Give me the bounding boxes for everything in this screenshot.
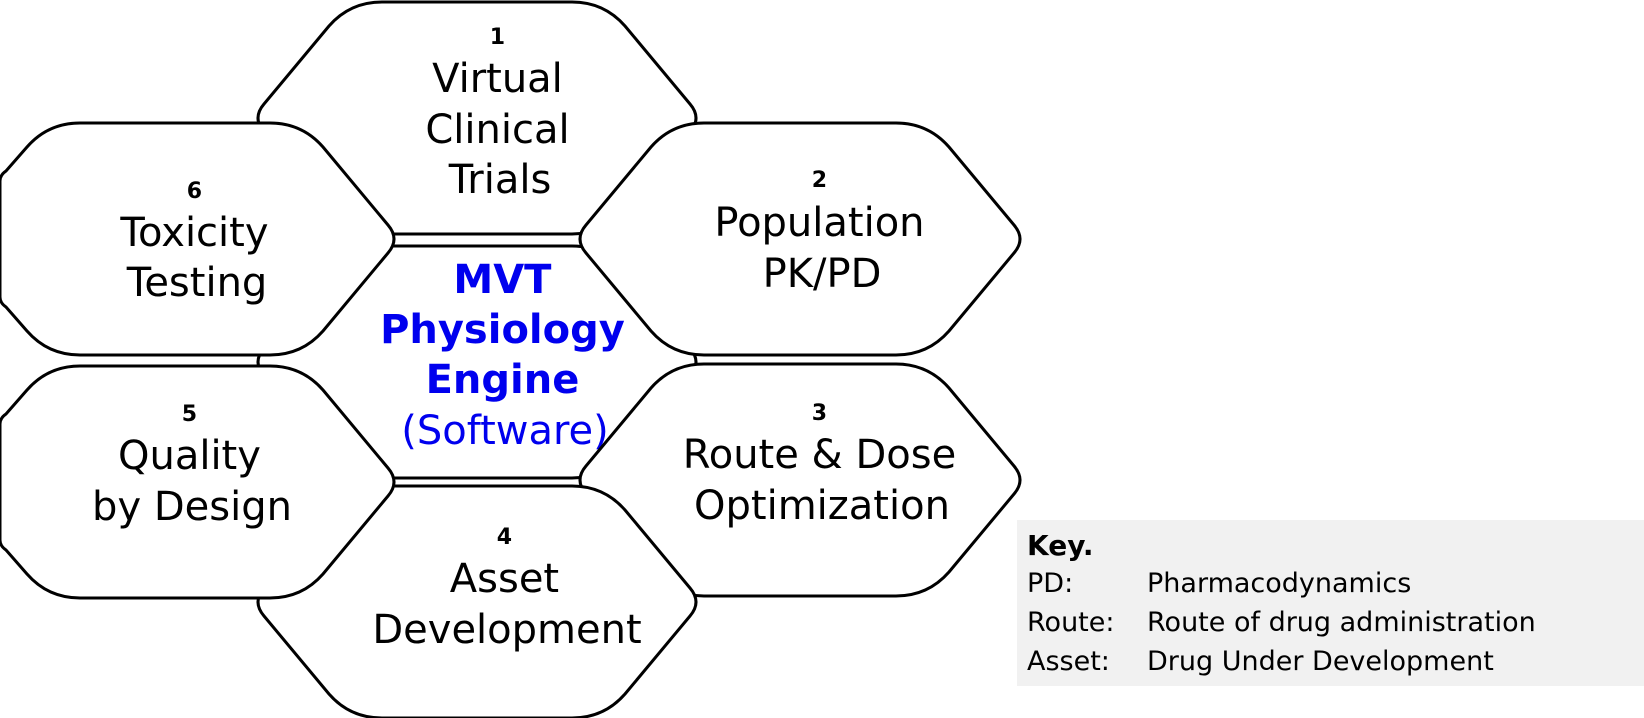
hex-1-number: 1 bbox=[490, 25, 505, 50]
center-subtitle: (Software) bbox=[401, 408, 609, 454]
hex-route-dose-optimization: 3 Route & Dose Optimization bbox=[578, 362, 1022, 598]
hex-3-shape bbox=[578, 362, 1022, 598]
key-term: Route: bbox=[1027, 607, 1115, 638]
hex-1-line-1: Virtual bbox=[432, 56, 563, 102]
key-term: Asset: bbox=[1027, 646, 1110, 677]
hex-5-line-1: Quality bbox=[118, 433, 261, 479]
hex-2-shape bbox=[578, 121, 1022, 357]
key-definition: Route of drug administration bbox=[1147, 607, 1536, 638]
svg-text:3 Route & Dose Opt: 3 Route & Dose Optimization bbox=[683, 401, 962, 529]
hex-virtual-clinical-trials: 1 Virtual Clinical Trials bbox=[256, 0, 698, 236]
hex-2-number: 2 bbox=[812, 168, 827, 193]
hex-1-line-3: Trials bbox=[448, 157, 552, 203]
key-term: PD: bbox=[1027, 568, 1074, 599]
hex-5-line-2: by Design bbox=[92, 484, 292, 530]
center-line-1: MVT bbox=[453, 257, 552, 303]
hex-toxicity-testing: 6 Toxicity Testing bbox=[0, 121, 396, 357]
hex-center: MVT Physiology Engine (Software) bbox=[256, 244, 698, 480]
svg-text:4 Asset Developmen: 4 Asset Development bbox=[372, 525, 641, 653]
key-entry-pd: PD: Pharmacodynamics bbox=[1027, 564, 1634, 603]
center-line-2: Physiology bbox=[380, 307, 625, 353]
hex-4-line-1: Asset bbox=[450, 556, 559, 602]
hex-1-line-2: Clinical bbox=[425, 107, 569, 153]
hex-1-shape bbox=[256, 0, 698, 236]
hex-quality-by-design: 5 Quality by Design bbox=[0, 364, 396, 600]
hex-6-line-2: Testing bbox=[126, 260, 268, 306]
hex-asset-development: 4 Asset Development bbox=[256, 484, 698, 718]
hex-6-number: 6 bbox=[187, 179, 202, 204]
hex-4-number: 4 bbox=[497, 525, 512, 550]
key-entry-route: Route: Route of drug administration bbox=[1027, 603, 1634, 642]
hex-4-line-2: Development bbox=[372, 607, 641, 653]
svg-text:MVT Physiology Eng: MVT Physiology Engine (Software) bbox=[380, 257, 630, 454]
hex-6-shape bbox=[0, 121, 396, 357]
hex-6-line-1: Toxicity bbox=[119, 210, 268, 256]
hex-3-line-1: Route & Dose bbox=[683, 432, 956, 478]
key-entry-asset: Asset: Drug Under Development bbox=[1027, 642, 1634, 681]
hex-2-line-1: Population bbox=[714, 200, 924, 246]
hex-3-line-2: Optimization bbox=[694, 483, 950, 529]
svg-text:2 Population PK/PD: 2 Population PK/PD bbox=[714, 168, 929, 297]
center-line-3: Engine bbox=[426, 357, 580, 403]
key-definition: Pharmacodynamics bbox=[1147, 568, 1412, 599]
hex-2-line-2: PK/PD bbox=[763, 251, 882, 297]
key-title: Key. bbox=[1027, 529, 1094, 562]
svg-text:5 Quality by Desig: 5 Quality by Design bbox=[92, 402, 292, 530]
key-legend: Key. PD: Pharmacodynamics Route: Route o… bbox=[1017, 520, 1644, 686]
hex-5-shape bbox=[0, 364, 396, 600]
hex-5-number: 5 bbox=[182, 402, 197, 427]
svg-text:1 Virtual Clinical: 1 Virtual Clinical Trials bbox=[425, 25, 574, 203]
hex-3-number: 3 bbox=[812, 401, 827, 426]
key-definition: Drug Under Development bbox=[1147, 646, 1494, 677]
svg-text:6 Toxicity Testing: 6 Toxicity Testing bbox=[119, 179, 273, 306]
hex-population-pkpd: 2 Population PK/PD bbox=[578, 121, 1022, 357]
